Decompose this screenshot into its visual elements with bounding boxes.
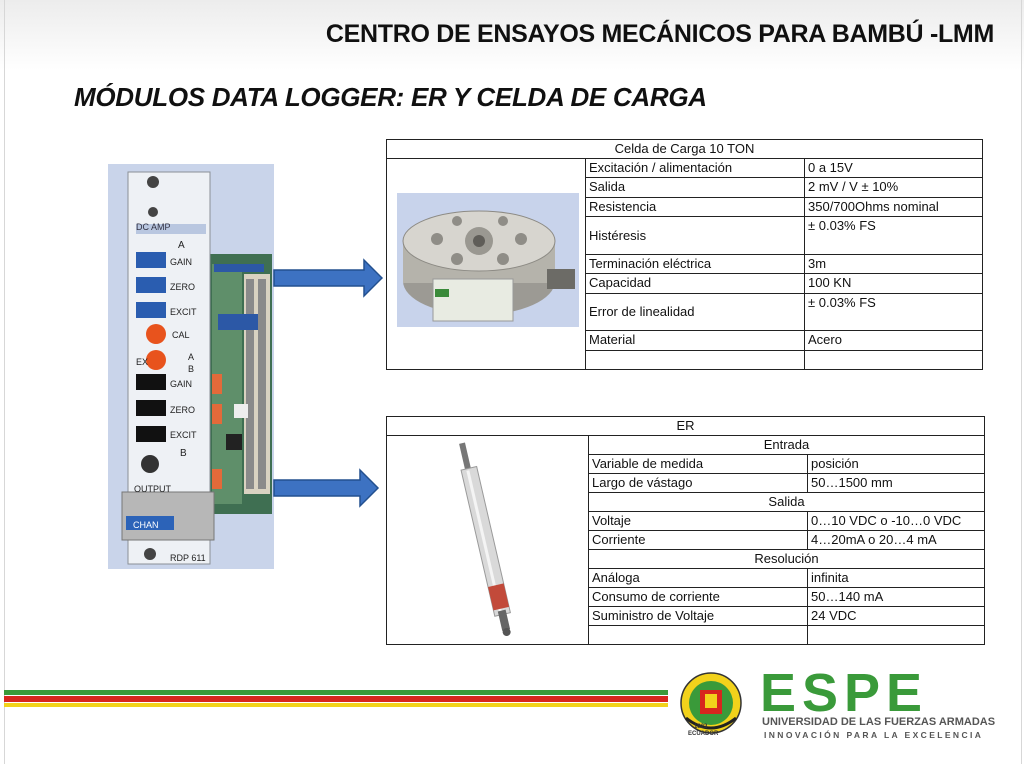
board-label-zero-a: ZERO — [170, 282, 196, 292]
spec-value: 4…20mA o 20…4 mA — [807, 530, 985, 550]
spec-value: 350/700Ohms nominal — [804, 196, 983, 218]
spec-label: Corriente — [588, 530, 808, 550]
spec-label: Variable de medida — [588, 454, 808, 474]
spec-label: Error de linealidad — [585, 292, 805, 332]
spec-label: Resistencia — [585, 196, 805, 218]
spec-value: 2 mV / V ± 10% — [804, 177, 983, 198]
empty-cell — [588, 625, 808, 645]
spec-value: 0…10 VDC o -10…0 VDC — [807, 511, 985, 531]
spec-value: 50…1500 mm — [807, 473, 985, 493]
spec-label: Voltaje — [588, 511, 808, 531]
arrow-right-icon — [273, 258, 384, 298]
board-label-ex: EX — [136, 357, 149, 367]
slide-title: MÓDULOS DATA LOGGER: ER Y CELDA DE CARGA — [74, 82, 707, 112]
spec-value: ± 0.03% FS — [804, 216, 983, 255]
section-header: Entrada — [588, 435, 985, 455]
spec-label: Material — [585, 330, 805, 351]
board-label-model: RDP 611 — [170, 553, 206, 563]
board-label-gain-a: GAIN — [170, 257, 193, 267]
board-label-ex-a: A — [188, 352, 195, 362]
board-label-zero-b: ZERO — [170, 405, 196, 415]
board-label-b: B — [180, 448, 187, 459]
emblem-year: 1922 — [694, 724, 708, 730]
load-cell-image-cell — [386, 158, 586, 370]
spec-label: Suministro de Voltaje — [588, 606, 808, 626]
section-header: Salida — [588, 492, 985, 512]
er-spec-table: ER Entrada Variable de medida posición L… — [386, 416, 985, 645]
empty-cell — [807, 625, 985, 645]
table-title: ER — [386, 416, 985, 436]
empty-cell — [804, 349, 983, 371]
spec-value: infinita — [807, 568, 985, 588]
dc-amp-board-image — [108, 164, 274, 569]
board-label-excit-b: EXCIT — [170, 430, 197, 440]
header-background — [0, 0, 1024, 70]
spec-value: 0 a 15V — [804, 157, 983, 179]
spec-value: 24 VDC — [807, 606, 985, 626]
board-label-gain-b: GAIN — [170, 379, 193, 389]
er-image-cell — [386, 435, 589, 645]
arrow-right-icon — [273, 468, 380, 508]
spec-value: 3m — [804, 253, 983, 275]
table-title: Celda de Carga 10 TON — [386, 139, 983, 159]
espe-subtitle: UNIVERSIDAD DE LAS FUERZAS ARMADAS — [762, 716, 996, 728]
spec-label: Largo de vástago — [588, 473, 808, 493]
spec-value: 50…140 mA — [807, 587, 985, 607]
spec-label: Consumo de corriente — [588, 587, 808, 607]
emblem-caption: ECUADOR — [688, 731, 719, 737]
board-label-cal: CAL — [172, 330, 190, 340]
board-label-excit-a: EXCIT — [170, 307, 197, 317]
spec-label: Análoga — [588, 568, 808, 588]
spec-value: 100 KN — [804, 273, 983, 294]
espe-logo: 1922 ECUADOR ESPE UNIVERSIDAD DE LAS FUE… — [670, 664, 1015, 744]
board-label-ex-b: B — [188, 364, 195, 374]
spec-label: Excitación / alimentación — [585, 157, 805, 179]
footer-stripe-bar — [4, 690, 668, 707]
linear-potentiometer-image — [459, 442, 511, 636]
espe-tagline: INNOVACIÓN PARA LA EXCELENCIA — [764, 730, 984, 740]
board-label-chan: CHAN — [133, 520, 159, 530]
section-header: Resolución — [588, 549, 985, 569]
header-title: CENTRO DE ENSAYOS MECÁNICOS PARA BAMBÚ -… — [325, 20, 994, 48]
load-cell-image — [397, 193, 579, 327]
spec-value: ± 0.03% FS — [804, 292, 983, 332]
spec-label: Histéresis — [585, 216, 805, 255]
espe-emblem-icon — [680, 672, 742, 734]
spec-label: Capacidad — [585, 273, 805, 294]
board-label-output: OUTPUT — [134, 484, 171, 494]
spec-value: Acero — [804, 330, 983, 351]
spec-value: posición — [807, 454, 985, 474]
spec-label: Terminación eléctrica — [585, 253, 805, 275]
board-label-dc-amp: DC AMP — [136, 222, 171, 232]
board-label-a: A — [178, 240, 185, 251]
empty-cell — [585, 349, 805, 371]
load-cell-spec-table: Celda de Carga 10 TON — [386, 139, 983, 371]
espe-wordmark: ESPE — [760, 663, 929, 723]
spec-label: Salida — [585, 177, 805, 198]
page-border — [4, 0, 1022, 764]
